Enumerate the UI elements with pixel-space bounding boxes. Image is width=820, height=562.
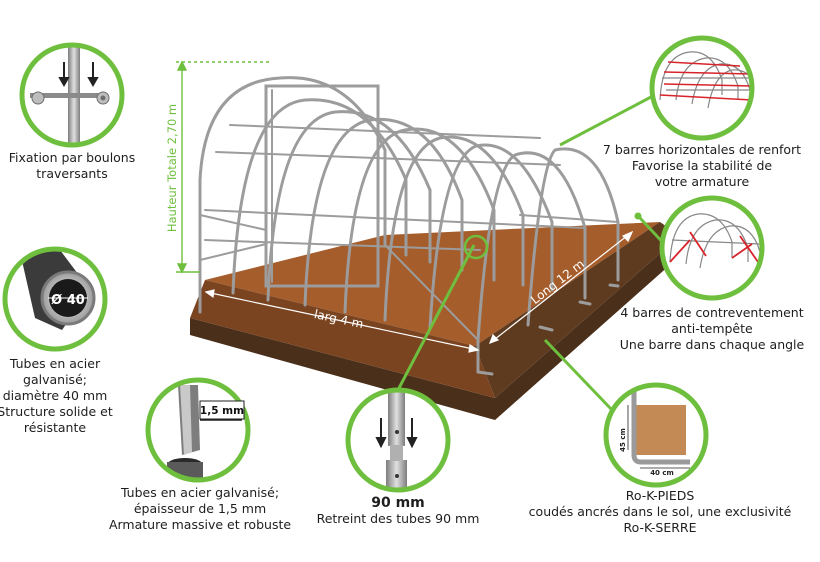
tube-thickness-callout [145,377,251,483]
contrevent-line3: Une barre dans chaque angle [620,337,805,352]
bolt-fixation-callout [19,42,125,148]
contrevent-marker [634,212,642,220]
retreint-marker [463,234,489,260]
tube-diameter-callout [2,246,108,352]
leader-lines [396,86,670,412]
reinforcement-bars-callout [649,35,755,141]
swage-title: 90 mm [371,495,425,511]
renfort-line2: Favorise la stabilité de [632,158,773,173]
swage-line1: Retreint des tubes 90 mm [317,511,480,526]
height-label: Hauteur Totale 2,70 m [165,104,179,232]
thickness-line1: Tubes en acier galvanisé; [120,485,279,500]
contrevent-line1: 4 barres de contreventement [620,305,803,320]
arrow-down-icon [375,418,418,449]
arrow-down-icon [58,62,99,88]
feet-line1: Ro-K-PIEDS [626,488,695,503]
wind-bracing-callout [659,195,765,301]
tube-diameter-label: Ø 40 [51,293,85,308]
fixation-line1: Fixation par boulons [9,150,136,165]
tubes40-line5: résistante [24,420,86,435]
greenhouse-frame [198,76,620,376]
feet-line3: Ro-K-SERRE [623,520,696,535]
fixation-line2: traversants [36,166,107,181]
feet-width: 40 cm [650,469,674,477]
thickness-line3: Armature massive et robuste [109,517,291,532]
tubes40-line4: Structure solide et [0,404,113,419]
tubes40-line3: diamètre 40 mm [3,388,108,403]
renfort-line1: 7 barres horizontales de renfort [603,142,801,157]
thickness-badge: 1,5 mm [200,405,244,417]
dimension-arrows [204,230,634,353]
thickness-line2: épaisseur de 1,5 mm [134,501,266,516]
feet-line2: coudés ancrés dans le sol, une exclusivi… [529,504,792,519]
tubes40-line2: galvanisé; [23,372,87,387]
renfort-line3: votre armature [655,174,750,189]
contrevent-line2: anti-tempête [671,321,753,336]
feet-height: 45 cm [619,428,627,452]
tube-swage-callout [345,387,451,493]
feet-callout [603,382,709,488]
tubes40-line1: Tubes en acier [9,356,101,371]
height-dimension [176,60,270,274]
